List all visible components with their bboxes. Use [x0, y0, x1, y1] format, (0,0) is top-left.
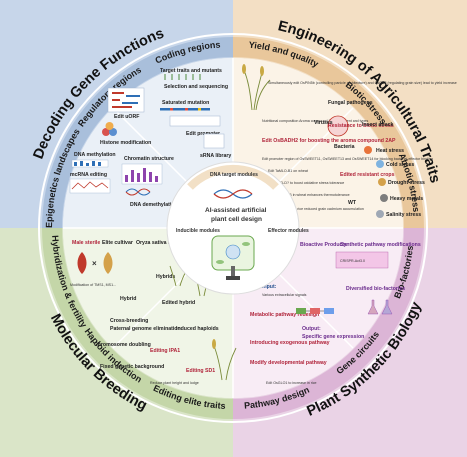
tr-details: Simultaneously edit OsPIN5b (controlling…: [242, 64, 457, 218]
osnramp-text: Edit OsNramp5 in rice reduced grain cadm…: [268, 207, 364, 211]
srna-library-box: [203, 133, 225, 149]
flask-icons: [367, 299, 393, 315]
resistance-circle: [327, 115, 349, 137]
histone-label: Histone modification: [100, 140, 151, 146]
uorf-bars: [112, 92, 140, 108]
male-sterile-label: Male sterile: [72, 240, 100, 246]
mcrna-box: [69, 178, 111, 194]
edit-uorf-label: Edit uORF: [114, 114, 139, 120]
yield-text: Simultaneously edit OsPIN5b (controlling…: [268, 81, 457, 85]
saturated-mut-label: Saturated mutation: [162, 100, 209, 106]
cross-breeding-label: Cross-breeding: [110, 318, 148, 324]
input-signals-text: Various extracellular signals: [262, 293, 307, 297]
abiotic-icons: Heat stress Cold stress Drought stress H…: [364, 146, 425, 218]
srna-library-label: sRNA library: [200, 153, 231, 159]
fixed-label: Fixed genetic background: [100, 364, 164, 370]
tl-details: Edit uORF Target traits and mutants Sele…: [69, 68, 231, 208]
chromosome-label: Chromosome doubling: [94, 342, 151, 348]
modification-text: Modification of TMS1, MS1...: [70, 283, 116, 287]
chromatin-bars: [125, 168, 158, 182]
target-traits-label: Target traits and mutants: [160, 68, 222, 74]
drought-label: Drought stress: [388, 180, 425, 186]
salinity-label: Salinity stress: [386, 212, 421, 218]
input-label: Input:: [262, 284, 277, 290]
mutation-bars: [160, 108, 210, 111]
svg-text:×: ×: [92, 259, 97, 268]
edit-osglo-text: Edit OsGLO1 to increase in rice: [266, 381, 317, 385]
reduce-plant-text: Reduce plant height and lodge: [150, 381, 199, 385]
oscld-text: Edit OsCLD? to boost oxidative stress to…: [268, 181, 344, 185]
ring-band-tl: [42, 37, 233, 228]
dna-methylation-label: DNA methylation: [74, 152, 116, 158]
bl-details: Male sterile Elite cultivar Oryza sativa…: [70, 240, 237, 385]
ring-band-tr: [233, 37, 424, 228]
chromatin-label: Chromatin structure: [124, 156, 174, 162]
heat-label: Heat stress: [376, 148, 404, 154]
heavy-label: Heavy metals: [390, 196, 423, 202]
circuit-icons: [296, 308, 334, 314]
flower-icons: ×: [77, 252, 113, 274]
viruses-label: Viruses: [314, 120, 333, 126]
introducing-label: Introducing exogenous pathway: [250, 340, 330, 346]
modify-dev-label: Modify developmental pathway: [250, 360, 327, 366]
nutrition-text: Nutritional composition Aroma compound S…: [262, 119, 368, 123]
microscope-icon: [226, 266, 240, 280]
edit-promoter-label: Edit promoter: [186, 131, 220, 137]
diversified-label: Diversified bio-factories: [346, 286, 405, 292]
cold-label: Cold stress: [386, 162, 414, 168]
edited-hybrid-label: Edited hybrid: [162, 300, 195, 306]
insect-label: Insect attack: [362, 122, 394, 128]
center-title-line1: AI-assisted artificial: [205, 207, 267, 214]
dna-modules-label: DNA target modules: [210, 172, 258, 178]
mutant-seedlings: [164, 74, 201, 80]
crispr-label: CRISPR-Act3.0: [340, 259, 365, 263]
histone-icon: [102, 122, 117, 136]
mcrna-label: mcRNA editing: [70, 172, 107, 178]
edit-sd1-label: Editing SD1: [186, 368, 215, 374]
promoter-text: Edit promoter region of OsSWEET11, OsSWE…: [262, 157, 433, 161]
mcrna-trace: [71, 181, 109, 190]
br-details: Bioactive Products Synthetic pathway mod…: [250, 242, 421, 385]
bioactive-label: Bioactive Products: [300, 242, 347, 248]
resistance-label: Resistance to biotic stress: [328, 123, 394, 129]
wt-label: WT: [348, 200, 357, 206]
induced-haploids-label: Induced haploids: [176, 326, 219, 332]
tamlo-text: Edit TaMLO-B1 on wheat: [268, 169, 308, 173]
bacteria-label: Bacteria: [334, 144, 355, 150]
rice-plant-icon: [242, 64, 271, 111]
dna-icon: [125, 188, 151, 196]
crispr-box: [335, 251, 389, 269]
promoter-box: [169, 115, 221, 127]
inducible-label: Inducible modules: [176, 228, 220, 234]
tafer-text: Edit TaFER-5B in wheat enhances thermoto…: [268, 193, 350, 197]
outer-ring: [38, 33, 428, 423]
dna-strand-center: [213, 189, 253, 199]
edit-osbadh2-label: Edit OsBADH2 for boosting the aroma comp…: [262, 138, 396, 144]
effector-label: Effector modules: [268, 228, 309, 234]
center-title-line2: plant cell design: [211, 216, 262, 223]
edit-ipa1-label: Editing IPA1: [150, 348, 180, 354]
center-module: DNA target modules Inducible modules Eff…: [166, 161, 309, 295]
selection-seq-label: Selection and sequencing: [164, 84, 228, 90]
cell-icon: [211, 235, 255, 271]
synthetic-pathway-label: Synthetic pathway modifications: [340, 242, 421, 248]
ring-band-bl: [42, 228, 233, 419]
ring-band-br: [233, 228, 424, 419]
fungal-label: Fungal pathogens: [328, 100, 373, 106]
output-specific-label: Specific gene expression: [302, 334, 364, 340]
elite-plant-icon: [212, 339, 237, 381]
edited-crops-label: Edited resistant crops: [340, 172, 395, 178]
metabolic-label: Metabolic pathway redesign: [250, 312, 319, 318]
dna-demethylation-label: DNA demethylation: [130, 202, 178, 208]
methylation-bars: [71, 159, 109, 168]
hybrid-label: Hybrid: [120, 296, 136, 302]
output-label: Output:: [302, 326, 321, 332]
paternal-label: Paternal genome elimination: [110, 326, 181, 332]
elite-cultivar-label: Elite cultivar: [102, 240, 133, 246]
hybrids-label: Hybrids: [156, 274, 175, 280]
